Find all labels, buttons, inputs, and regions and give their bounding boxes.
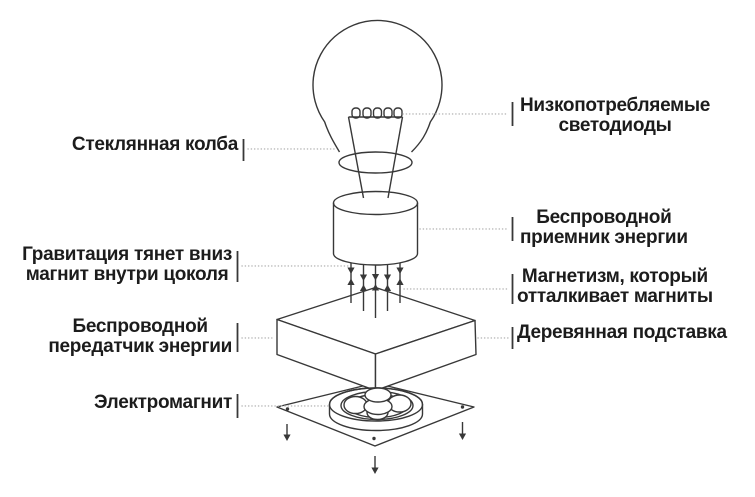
label-line: магнит внутри цоколя <box>25 264 229 285</box>
label-line: приемник энергии <box>520 227 688 248</box>
label-leds: Низкопотребляемые светодиоды <box>520 96 710 136</box>
wooden-stand-box-icon <box>276 286 477 392</box>
screw-dot <box>460 405 465 409</box>
led-chips-icon <box>351 107 403 119</box>
label-transmitter: Беспроводной передатчик энергии <box>48 317 232 357</box>
label-line: Стеклянная колба <box>71 134 238 155</box>
label-line: Магнетизм, который <box>521 266 708 287</box>
label-line: передатчик энергии <box>48 336 232 357</box>
label-line: Электромагнит <box>93 392 232 413</box>
label-stand: Деревянная подставка <box>517 323 727 343</box>
screw-arrow-icons <box>283 422 467 474</box>
screw-dot <box>285 407 290 411</box>
wireless-receiver-cylinder-icon <box>332 190 419 266</box>
led-plate-left-edge <box>347 116 365 199</box>
led-plate-right-edge <box>387 116 404 199</box>
label-glass-bulb: Стеклянная колба <box>72 135 238 155</box>
label-line: светодиоды <box>558 115 672 136</box>
label-line: Низкопотребляемые <box>520 95 711 116</box>
label-line: Деревянная подставка <box>517 322 727 343</box>
label-line: отталкивает магниты <box>517 286 713 307</box>
bulb-neck-collar <box>338 151 413 174</box>
label-line: Беспроводной <box>72 316 209 337</box>
label-receiver: Беспроводной приемник энергии <box>520 208 688 248</box>
magnetic-field-arrows-icon <box>347 262 404 318</box>
screw-dot <box>372 436 376 441</box>
label-electromagnet: Электромагнит <box>94 393 232 413</box>
label-gravity: Гравитация тянет вниз магнит внутри цоко… <box>22 245 232 285</box>
electromagnet-coil-icon <box>328 387 424 432</box>
label-magnetism: Магнетизм, который отталкивает магниты <box>517 267 713 307</box>
label-line: Гравитация тянет вниз <box>22 244 232 265</box>
light-bulb-outline-icon <box>312 19 443 199</box>
label-line: Беспроводной <box>536 207 672 228</box>
center-magnet <box>364 387 392 403</box>
leader-lines <box>236 102 514 418</box>
